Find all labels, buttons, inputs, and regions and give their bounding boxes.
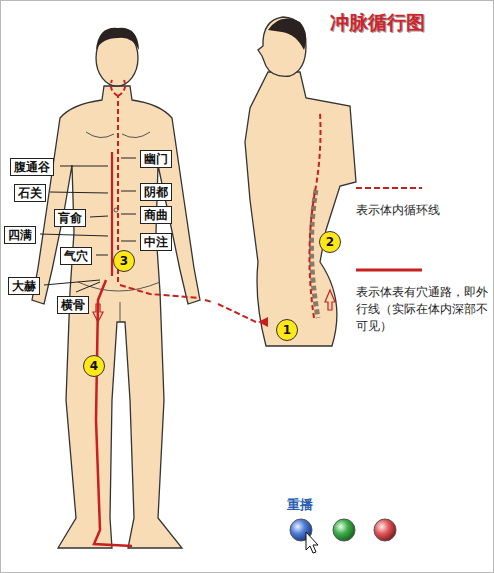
leader-line bbox=[60, 166, 108, 167]
acupoint-box: 幽门 bbox=[140, 150, 172, 168]
legend-sample-solid bbox=[356, 269, 422, 272]
leader-line bbox=[40, 234, 108, 236]
side-head bbox=[258, 17, 306, 76]
leader-line bbox=[50, 192, 108, 193]
acupoint-box: 大赫 bbox=[8, 277, 40, 295]
legend-text: 表示体内循环线 bbox=[356, 202, 492, 219]
replay-button bbox=[374, 519, 396, 541]
title: 冲脉循行图 bbox=[330, 10, 425, 36]
leader-line bbox=[121, 191, 136, 192]
callout-number: 3 bbox=[113, 250, 135, 272]
callout-number: 4 bbox=[83, 355, 105, 377]
node-text: 阴都 bbox=[144, 185, 168, 199]
node-text: 4 bbox=[90, 360, 98, 372]
acupoint-box: 商曲 bbox=[140, 206, 172, 224]
leader-line bbox=[96, 255, 108, 256]
node-text: 商曲 bbox=[144, 208, 168, 222]
front-body bbox=[32, 86, 200, 548]
legend-text: 表示体表有穴通路，即外行线（实际在体内深部不可见） bbox=[356, 284, 492, 335]
acupoint-box: 气穴 bbox=[60, 247, 92, 265]
node-text: 幽门 bbox=[144, 152, 168, 166]
node-text: 气穴 bbox=[64, 249, 88, 263]
node-text: 2 bbox=[326, 236, 334, 248]
leader-lines bbox=[40, 158, 136, 292]
pelvis-path bbox=[120, 285, 256, 322]
leader-line bbox=[121, 241, 136, 242]
acupoint-box: 横骨 bbox=[57, 296, 89, 314]
replay-label: 重播 bbox=[287, 496, 313, 514]
acupoint-box: 中注 bbox=[140, 233, 172, 251]
legend-sample-dashed bbox=[356, 187, 422, 189]
arrow-head bbox=[258, 317, 268, 327]
side-hair bbox=[268, 18, 306, 50]
side-body bbox=[245, 72, 356, 346]
leader-line bbox=[121, 158, 136, 159]
node-text: 中注 bbox=[144, 235, 168, 249]
node-text: 腹通谷 bbox=[14, 160, 50, 174]
acupoint-box: 四满 bbox=[4, 226, 36, 244]
node-text: 四满 bbox=[8, 228, 32, 242]
node-text: 横骨 bbox=[61, 298, 85, 312]
down-arrow bbox=[93, 304, 103, 322]
acupoint-box: 腹通谷 bbox=[10, 158, 54, 176]
acupoint-box: 石关 bbox=[14, 184, 46, 202]
leg-path bbox=[94, 280, 132, 546]
node-text: 肓俞 bbox=[58, 211, 82, 225]
node-text: 大赫 bbox=[12, 279, 36, 293]
front-hair bbox=[96, 28, 139, 50]
acupoint-box: 阴都 bbox=[140, 183, 172, 201]
up-arrow bbox=[325, 290, 335, 310]
callout-number: 2 bbox=[319, 231, 341, 253]
node-text: 1 bbox=[283, 324, 291, 336]
leader-line bbox=[90, 216, 108, 217]
replay-button bbox=[333, 519, 355, 541]
back-path bbox=[309, 112, 320, 318]
leader-line bbox=[44, 280, 100, 285]
cursor bbox=[306, 532, 318, 553]
leader-line bbox=[121, 214, 136, 215]
acupoint-box: 肓俞 bbox=[54, 209, 86, 227]
node-text: 3 bbox=[120, 255, 128, 267]
callout-number: 1 bbox=[276, 319, 298, 341]
node-text: 石关 bbox=[18, 186, 42, 200]
leader-line bbox=[76, 282, 100, 292]
